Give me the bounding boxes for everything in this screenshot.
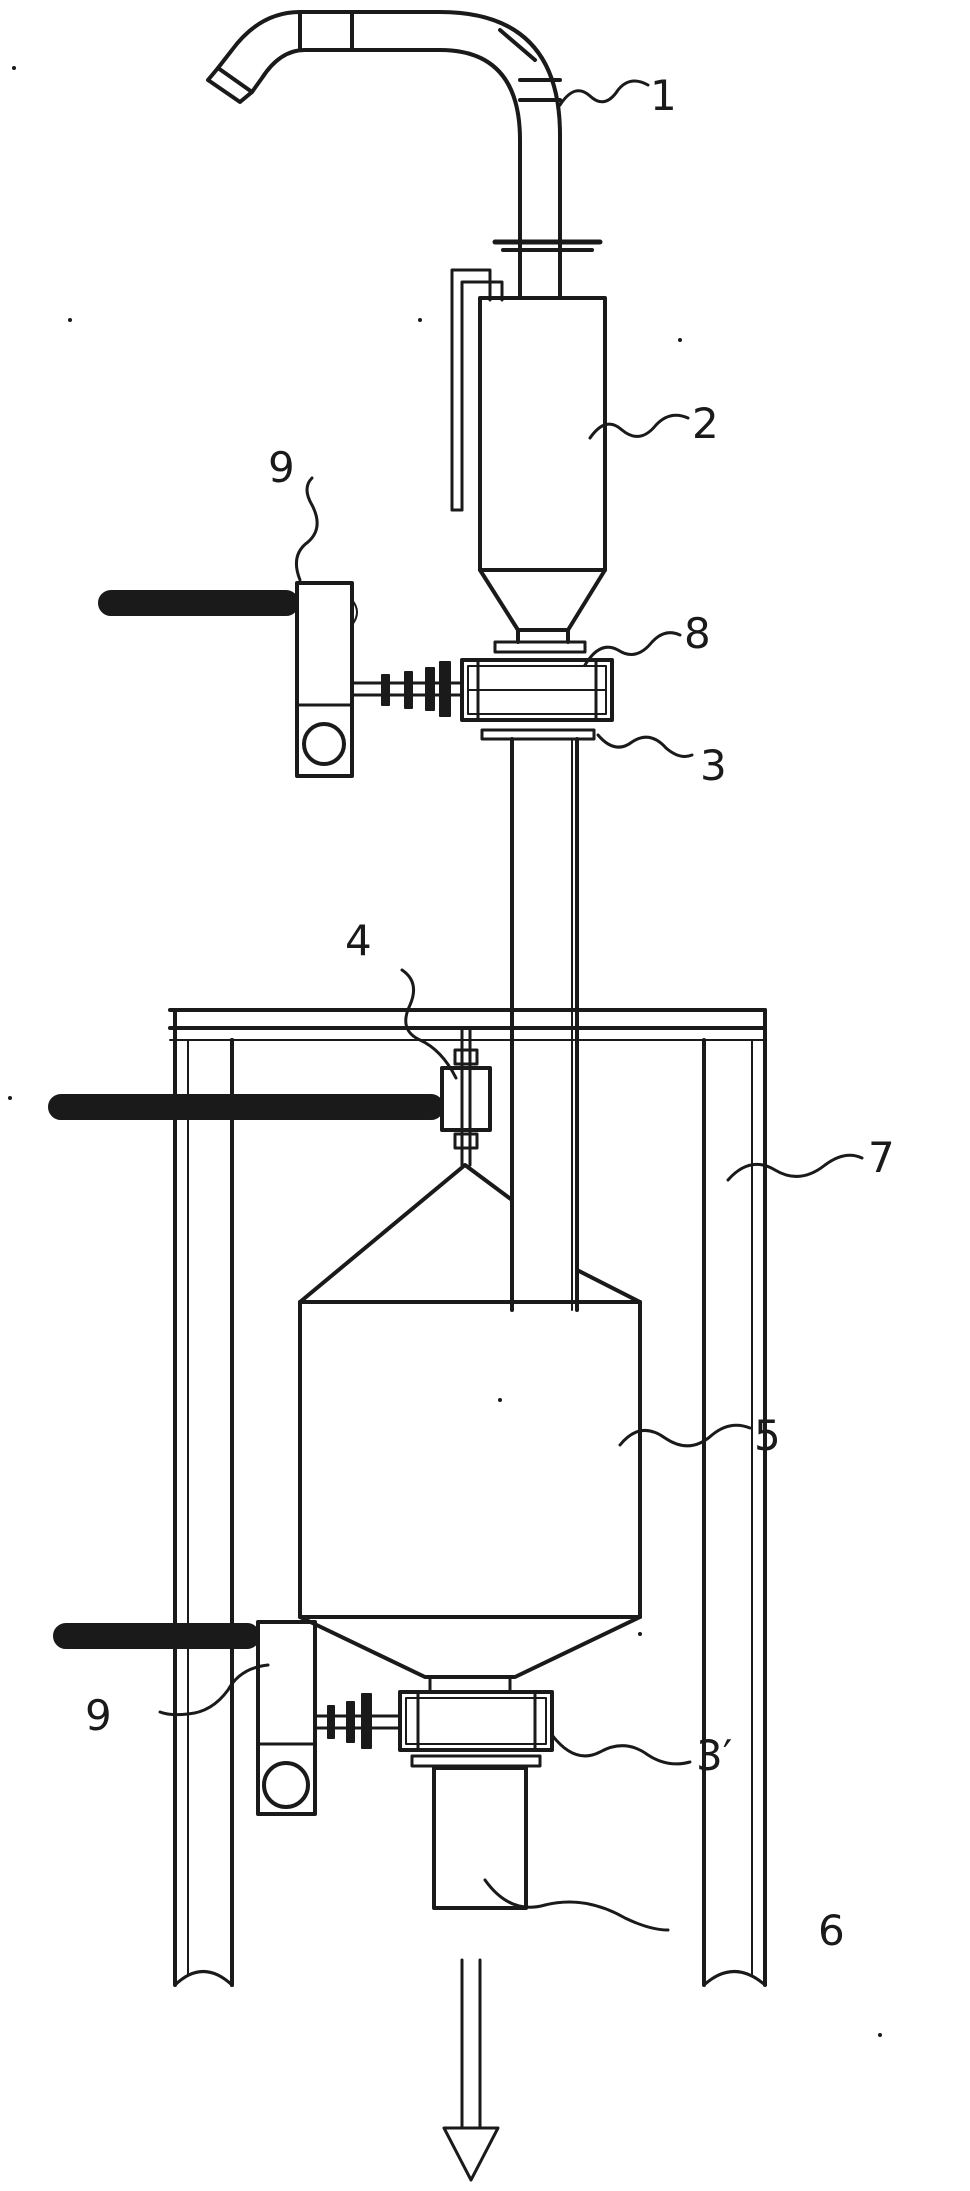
main-tank bbox=[298, 1163, 642, 1679]
discharge-arrow bbox=[442, 1958, 500, 2182]
label-7: 7 bbox=[868, 1133, 895, 1182]
reference-numerals: 1 2 8 3 9 4 7 5 9 3′ 6 bbox=[85, 71, 895, 1955]
label-2: 2 bbox=[692, 399, 719, 448]
label-3-prime: 3′ bbox=[696, 1731, 732, 1780]
label-1: 1 bbox=[650, 71, 677, 120]
lower-valve bbox=[313, 1675, 554, 1768]
side-valve bbox=[48, 1026, 492, 1167]
label-8: 8 bbox=[684, 609, 711, 658]
label-4: 4 bbox=[345, 916, 372, 965]
down-pipe bbox=[510, 737, 579, 1312]
label-9-lower: 9 bbox=[85, 1691, 112, 1740]
label-3: 3 bbox=[700, 741, 727, 790]
support-frame bbox=[168, 1008, 767, 1987]
upper-actuator bbox=[98, 581, 358, 778]
label-6: 6 bbox=[818, 1906, 845, 1955]
inlet-pipe bbox=[206, 10, 603, 292]
upper-valve bbox=[350, 640, 614, 741]
leader-lines bbox=[158, 79, 864, 1932]
lower-actuator bbox=[53, 1620, 317, 1816]
scan-specks bbox=[8, 66, 882, 2037]
outlet-pipe bbox=[432, 1766, 528, 1910]
label-5: 5 bbox=[754, 1411, 781, 1460]
label-9-upper: 9 bbox=[268, 443, 295, 492]
upper-hopper bbox=[450, 268, 607, 644]
